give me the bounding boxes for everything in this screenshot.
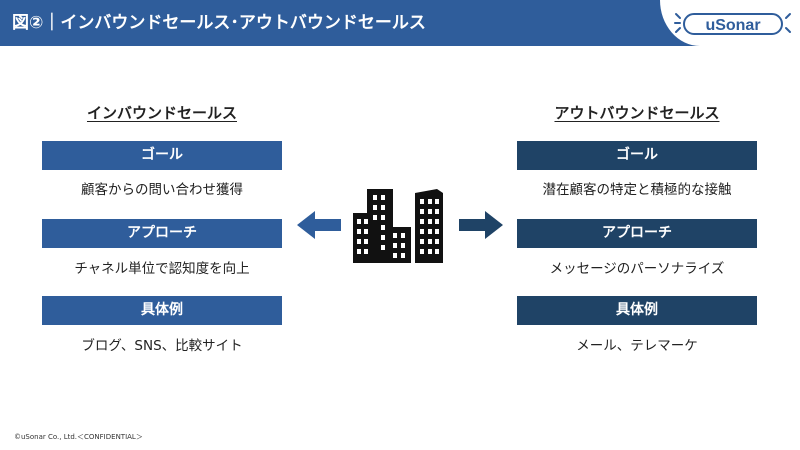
inbound-example-label: 具体例 <box>42 296 282 325</box>
usonar-logo: uSonar <box>674 13 791 35</box>
outbound-example-label: 具体例 <box>517 296 757 325</box>
inbound-title: インバウンドセールス <box>86 104 237 122</box>
inbound-goal-text: 顧客からの問い合わせ獲得 <box>81 182 243 198</box>
arrow-right-icon <box>459 211 503 239</box>
logo-text: uSonar <box>705 17 760 34</box>
inbound-approach-label: アプローチ <box>42 219 282 248</box>
header-bar: 図②｜インバウンドセールス･アウトバウンドセールス uSonar <box>0 0 800 46</box>
page-title: 図②｜インバウンドセールス･アウトバウンドセールス <box>12 13 426 33</box>
outbound-goal-text: 潜在顧客の特定と積極的な接触 <box>542 182 732 198</box>
inbound-approach-text: チャネル単位で認知度を向上 <box>74 261 250 277</box>
outbound-approach-label: アプローチ <box>517 219 757 248</box>
center-graphic <box>297 189 503 263</box>
inbound-example-text: ブログ、SNS、比較サイト <box>81 338 243 354</box>
outbound-example-text: メール、テレマーケ <box>576 338 698 354</box>
outbound-title: アウトバウンドセールス <box>554 104 720 122</box>
logo-container: uSonar <box>660 0 800 46</box>
inbound-goal-label: ゴール <box>42 141 282 170</box>
arrow-left-icon <box>297 211 341 239</box>
buildings-icon <box>353 189 443 263</box>
outbound-goal-label: ゴール <box>517 141 757 170</box>
outbound-approach-text: メッセージのパーソナライズ <box>549 261 725 277</box>
footer-copyright: ©uSonar Co., Ltd.＜CONFIDENTIAL＞ <box>14 433 143 441</box>
